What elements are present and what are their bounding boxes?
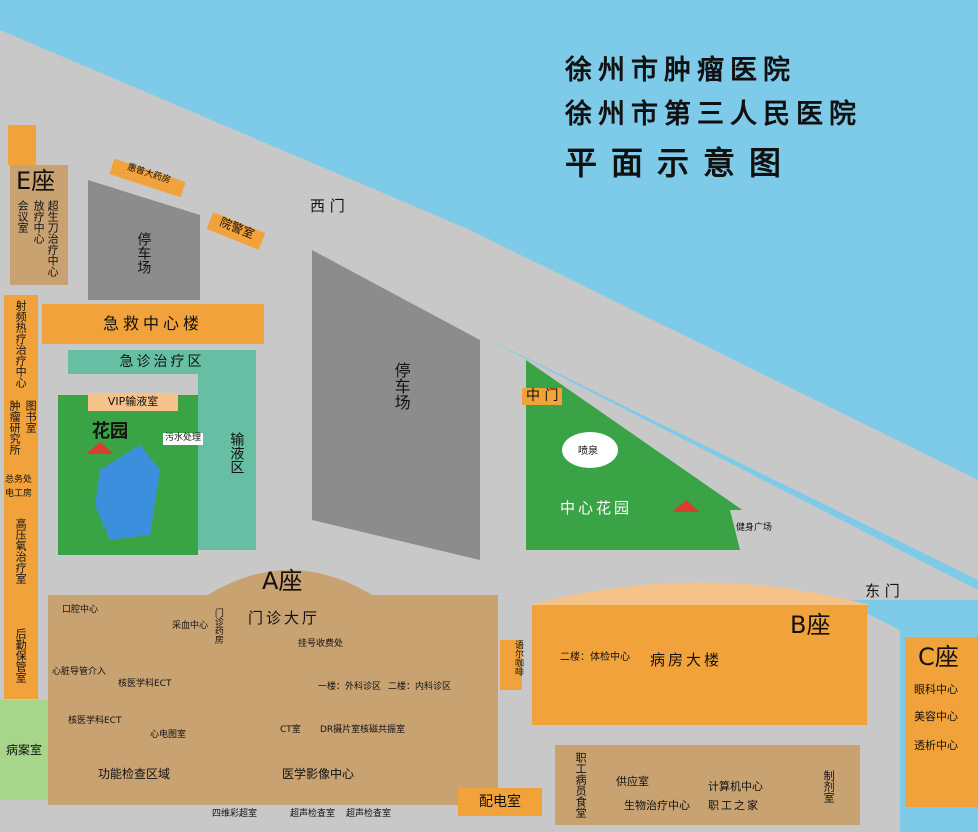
bottom-building bbox=[555, 745, 860, 825]
fitness-area bbox=[730, 510, 820, 550]
ecg-room: 心电图室 bbox=[150, 730, 187, 740]
sewage-treatment: 污水处理 bbox=[163, 433, 204, 445]
pond bbox=[95, 445, 160, 540]
vip-infusion-room: VIP输液室 bbox=[88, 393, 178, 411]
pharmacy-prep-room: 制剂室 bbox=[822, 770, 836, 803]
e-orange-wing bbox=[8, 125, 36, 165]
cafe: 语尔咖啡 bbox=[500, 640, 523, 690]
a-block-name: A座 bbox=[262, 567, 303, 595]
parking-center-area bbox=[312, 250, 480, 560]
bio-therapy-center: 生物治疗中心 bbox=[624, 799, 690, 812]
tumor-institute: 肿瘤研究所 bbox=[8, 400, 22, 455]
registration-payment: 挂号收费处 bbox=[298, 639, 344, 649]
title-line-1: 徐州市肿瘤医院 bbox=[565, 55, 796, 86]
middle-gate-label: 中 门 bbox=[522, 388, 563, 406]
center-garden-area bbox=[526, 360, 800, 550]
ward-building: 病房大楼 bbox=[650, 651, 723, 669]
a-block bbox=[48, 595, 498, 805]
staff-home: 职工之家 bbox=[708, 799, 760, 812]
nuclear-ect-2: 核医学科ECT bbox=[68, 716, 122, 726]
e-meeting-room: 会议室 bbox=[16, 200, 30, 233]
rf-therapy-center: 射频热疗治疗中心 bbox=[14, 300, 28, 388]
e-radio-center: 放疗中心 bbox=[32, 200, 46, 244]
internal-medicine-zone: 二楼：内科诊区 bbox=[388, 682, 452, 692]
parking-left-label: 停车场 bbox=[135, 232, 152, 274]
c-block-name: C座 bbox=[918, 643, 959, 671]
parking-center-label: 停车场 bbox=[391, 362, 411, 410]
east-gate-label: 东 门 bbox=[865, 582, 900, 600]
fountain-area bbox=[562, 432, 618, 468]
dialysis-center: 透析中心 bbox=[914, 739, 958, 752]
surgery-zone: 一楼：外科诊区 bbox=[318, 682, 382, 692]
ultrasound-room-1: 超声检查室 bbox=[290, 809, 336, 819]
fountain-label: 喷泉 bbox=[578, 446, 598, 457]
emergency-building: 急救中心楼 bbox=[42, 304, 264, 344]
blood-collection: 采血中心 bbox=[172, 621, 209, 631]
pavilion-center-icon bbox=[672, 500, 700, 512]
mri-room: 核磁共振室 bbox=[360, 725, 406, 735]
electrician-room: 电工房 bbox=[5, 489, 33, 499]
power-room: 配电室 bbox=[458, 788, 542, 816]
general-affairs: 总务处 bbox=[5, 475, 33, 485]
a-block-dome bbox=[200, 570, 380, 600]
ultrasound-room-2: 超声检查室 bbox=[346, 809, 392, 819]
pavilion-left-icon bbox=[86, 442, 114, 454]
medical-records-room: 病案室 bbox=[0, 700, 48, 800]
library: 图书室 bbox=[24, 400, 38, 433]
e-block-name: E座 bbox=[16, 167, 56, 195]
cardiac-intervention: 心脏导管介入 bbox=[52, 667, 107, 677]
eye-center: 眼科中心 bbox=[914, 683, 958, 696]
infusion-label: 输液区 bbox=[228, 432, 245, 474]
b-block-dome bbox=[530, 582, 870, 605]
title-line-2: 徐州市第三人民医院 bbox=[565, 99, 862, 130]
e-block bbox=[10, 165, 68, 285]
computer-center: 计算机中心 bbox=[708, 780, 763, 793]
outpatient-pharmacy: 门诊药房 bbox=[212, 608, 223, 644]
nuclear-ect-1: 核医学科ECT bbox=[118, 679, 172, 689]
left-strip-building bbox=[4, 295, 38, 699]
supply-room: 供应室 bbox=[616, 775, 649, 788]
title-line-3: 平面示意图 bbox=[565, 144, 796, 182]
b-block bbox=[532, 605, 867, 725]
emergency-zone: 急诊治疗区 bbox=[68, 350, 256, 374]
center-garden-label: 中心花园 bbox=[560, 499, 633, 517]
fitness-square: 健身广场 bbox=[736, 523, 773, 533]
c-block bbox=[905, 637, 978, 807]
ultrasound-4d-room: 四维彩超室 bbox=[212, 809, 258, 819]
dental-center: 口腔中心 bbox=[62, 605, 99, 615]
oxygen-room: 高压氧治疗室 bbox=[14, 518, 28, 584]
e-knife-center: 超生刀治疗中心 bbox=[46, 200, 60, 277]
checkup-center: 二楼：体检中心 bbox=[560, 652, 630, 663]
outpatient-hall: 门诊大厅 bbox=[248, 609, 321, 627]
west-gate-label: 西 门 bbox=[310, 197, 345, 215]
main-road bbox=[0, 30, 978, 580]
ct-room: CT室 bbox=[280, 725, 301, 735]
b-block-name: B座 bbox=[790, 611, 831, 639]
left-garden-label: 花园 bbox=[92, 421, 128, 442]
canteen: 职工病员食堂 bbox=[574, 752, 588, 818]
function-exam-area: 功能检查区域 bbox=[98, 767, 171, 781]
dr-room: DR摄片室 bbox=[320, 725, 361, 735]
parking-left-area bbox=[88, 180, 200, 300]
infusion-area bbox=[198, 374, 256, 550]
imaging-center: 医学影像中心 bbox=[282, 767, 355, 781]
logistics-room: 后勤保管室 bbox=[14, 628, 28, 683]
beauty-center: 美容中心 bbox=[914, 710, 958, 723]
